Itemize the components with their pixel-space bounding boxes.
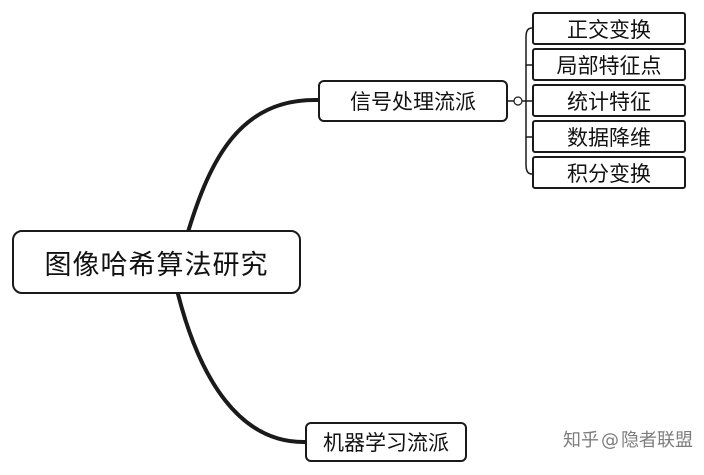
leaf-label: 积分变换 [567,161,651,186]
root-topic-label: 图像哈希算法研究 [44,249,269,281]
collapse-toggle-icon[interactable] [513,96,523,106]
root-topic-node[interactable]: 图像哈希算法研究 [12,230,301,294]
leaf-label: 正交变换 [567,17,651,42]
leaf-node-statistical-features[interactable]: 统计特征 [532,84,686,117]
leaf-label: 数据降维 [567,125,651,150]
leaf-node-dimensionality-reduction[interactable]: 数据降维 [532,120,686,153]
connector-root-signal [186,97,320,234]
branch-label-signal-processing: 信号处理流派 [350,90,476,114]
watermark-author: 隐者联盟 [621,430,693,451]
leaf-label: 统计特征 [567,89,651,114]
leaf-node-local-feature-points[interactable]: 局部特征点 [532,48,686,81]
leaf-node-orthogonal-transform[interactable]: 正交变换 [532,12,686,45]
watermark: 知乎@隐者联盟 [563,426,693,452]
branch-node-signal-processing[interactable]: 信号处理流派 [318,80,508,122]
watermark-at: @ [601,430,619,451]
leaf-label: 局部特征点 [556,53,662,78]
branch-label-machine-learning: 机器学习流派 [323,431,449,455]
branch-node-machine-learning[interactable]: 机器学习流派 [305,422,467,462]
watermark-brand: 知乎 [563,430,599,451]
leaf-node-integral-transform[interactable]: 积分变换 [532,156,686,189]
connector-root-ml [176,292,307,445]
